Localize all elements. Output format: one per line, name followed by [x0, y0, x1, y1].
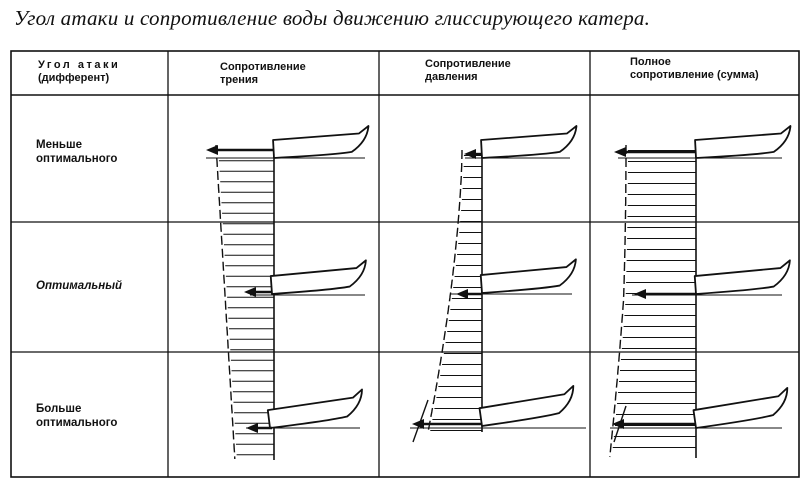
- row-label-optimal: Оптимальный: [36, 279, 122, 293]
- header-pressure-resistance: Сопротивление давления: [425, 58, 511, 84]
- figure-title: Угол атаки и сопротивление воды движению…: [14, 6, 651, 30]
- row-label-above-line2: оптимального: [36, 417, 118, 429]
- header-pressure-line2: давления: [425, 71, 478, 83]
- table-grid: [10, 50, 800, 478]
- row-label-above-line1: Больше: [36, 403, 82, 415]
- arrow-total-below-head: [614, 147, 626, 157]
- pressure-distribution-envelope: [427, 150, 463, 433]
- header-angle-of-attack: Угол атаки (дифферент): [38, 59, 120, 85]
- comparison-table: Угол атаки (дифферент) Сопротивление тре…: [10, 50, 800, 478]
- hull-total-optimal: [693, 259, 791, 295]
- hull-pressure-optimal: [479, 258, 577, 294]
- header-total-line2: сопротивление (сумма): [630, 69, 759, 81]
- header-total-line1: Полное: [630, 56, 671, 68]
- hull-pressure-below: [480, 125, 578, 159]
- hull-outline: [479, 258, 577, 294]
- arrow-pressure-optimal-head: [456, 289, 468, 299]
- header-trim-label: (дифферент): [38, 72, 110, 84]
- arrow-friction-below-head: [206, 145, 218, 155]
- header-total-resistance: Полное сопротивление (сумма): [630, 56, 759, 82]
- header-angle-label: Угол атаки: [38, 59, 121, 71]
- hull-friction-below: [272, 125, 370, 159]
- pressure-above-edge: [412, 399, 429, 443]
- hull-outline: [692, 387, 789, 429]
- hull-outline: [693, 259, 791, 295]
- arrow-pressure-below-head: [464, 149, 476, 159]
- row-label-below-line2: оптимального: [36, 153, 118, 165]
- row-label-below-line1: Меньше: [36, 139, 82, 151]
- header-friction-line1: Сопротивление: [220, 61, 306, 73]
- arrow-total-optimal-head: [634, 289, 646, 299]
- total-above-edge: [613, 405, 627, 443]
- hull-friction-above: [266, 388, 363, 429]
- hull-outline: [480, 125, 578, 159]
- hull-outline: [266, 388, 363, 429]
- hull-pressure-above: [478, 385, 575, 427]
- arrow-friction-optimal-head: [244, 287, 256, 297]
- row-label-above-optimal: Больше оптимального: [36, 402, 117, 430]
- hull-friction-optimal: [269, 259, 367, 295]
- total-distribution-envelope: [609, 145, 627, 458]
- header-pressure-line1: Сопротивление: [425, 58, 511, 70]
- hull-total-above: [692, 387, 789, 429]
- arrow-friction-above-head: [246, 423, 258, 433]
- hull-outline: [694, 125, 792, 159]
- row-label-below-optimal: Меньше оптимального: [36, 138, 117, 166]
- row-label-optimal-line1: Оптимальный: [36, 280, 123, 292]
- header-friction-line2: трения: [220, 74, 259, 86]
- friction-distribution-envelope: [215, 144, 236, 460]
- hull-outline: [269, 259, 367, 295]
- resistance-diagrams: [206, 125, 792, 460]
- hull-outline: [272, 125, 370, 159]
- hull-outline: [478, 385, 575, 427]
- header-friction-resistance: Сопротивление трения: [220, 61, 306, 87]
- hull-total-below: [694, 125, 792, 159]
